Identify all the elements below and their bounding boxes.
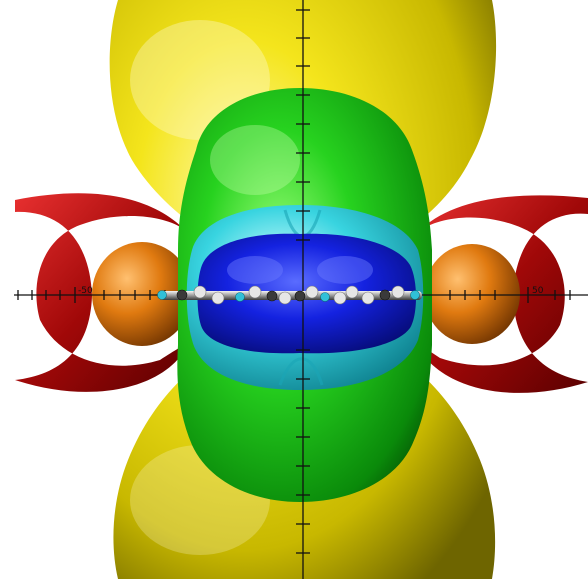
x-axis-label-left: -50 bbox=[78, 286, 93, 296]
red-shell-right bbox=[414, 195, 588, 393]
x-axis-label-right: 50 bbox=[532, 286, 544, 296]
orange-caps bbox=[92, 242, 520, 346]
vertical-axis bbox=[296, 0, 310, 579]
red-shell-left bbox=[15, 193, 190, 392]
molecule bbox=[157, 285, 422, 305]
carbon-atoms bbox=[176, 289, 391, 302]
nitrogen-atoms bbox=[157, 290, 420, 302]
hydrogen-atoms bbox=[193, 285, 405, 305]
